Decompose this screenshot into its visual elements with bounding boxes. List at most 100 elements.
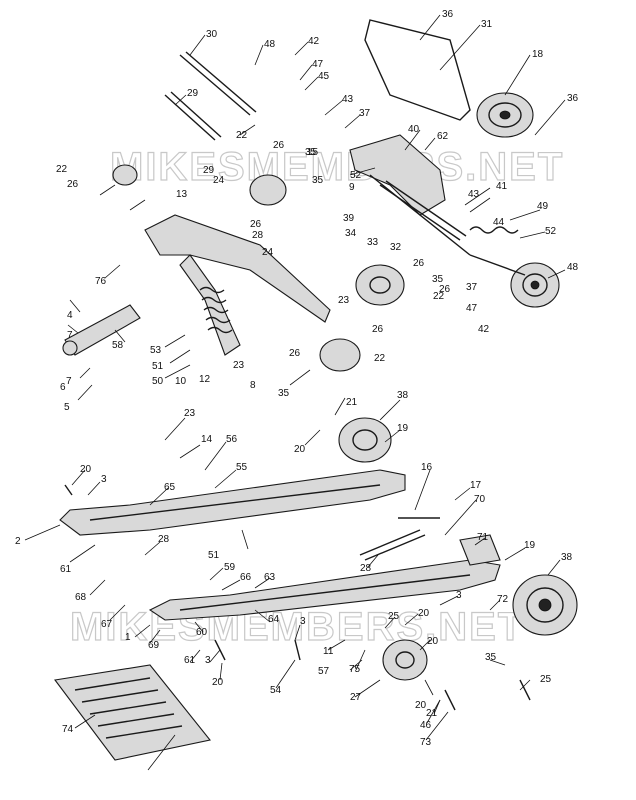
- bolt-46: [444, 689, 456, 711]
- watermark-top: MIKESMEMBERS.NET: [110, 145, 564, 189]
- callout: 10: [175, 376, 187, 387]
- callout: 8: [250, 380, 256, 391]
- callout: 26: [372, 324, 384, 335]
- callout: 38: [397, 390, 409, 401]
- cross-shaft-28: [359, 529, 421, 556]
- wheel-35-a-hub: [369, 276, 391, 294]
- callout: 27: [350, 692, 362, 703]
- callout: 24: [262, 247, 274, 258]
- slide-pad-grid: [74, 677, 183, 739]
- callout: 21: [346, 397, 358, 408]
- callout: 42: [308, 36, 320, 47]
- idler-wheel-48-hub: [522, 273, 548, 297]
- rail-bracket-71: [459, 534, 501, 566]
- shaft-30: [179, 54, 251, 116]
- callout: 67: [101, 619, 113, 630]
- callout: 5: [64, 402, 70, 413]
- wheel-35-b: [249, 174, 287, 206]
- callout: 26: [273, 140, 285, 151]
- callout: 55: [236, 462, 248, 473]
- callout-labels: 36 31 30 48 42 47 45 43 37 18 36 29 22 2…: [15, 9, 579, 748]
- wheel-38-right-hub: [526, 587, 564, 623]
- callout: 20: [415, 700, 427, 711]
- callout: 49: [537, 201, 549, 212]
- callout: 50: [152, 376, 164, 387]
- idler-wheel-18-hub: [488, 102, 522, 128]
- wheel-35-a: [355, 264, 405, 306]
- callout: 48: [264, 39, 276, 50]
- callout: 26: [439, 284, 451, 295]
- link-58-end: [62, 340, 78, 356]
- callout: 39: [343, 213, 355, 224]
- callout: 61: [60, 564, 72, 575]
- callout: 72: [497, 594, 509, 605]
- callout: 66: [240, 572, 252, 583]
- callout: 54: [270, 685, 282, 696]
- callout: 51: [152, 361, 164, 372]
- callout: 75: [349, 664, 361, 675]
- torsion-spring: [469, 226, 519, 234]
- callout: 74: [62, 724, 74, 735]
- callout: 7: [66, 376, 72, 387]
- callout: 37: [359, 108, 371, 119]
- callout: 7: [67, 330, 73, 341]
- callout: 34: [345, 228, 357, 239]
- callout: 45: [318, 71, 330, 82]
- callout: 3: [300, 616, 306, 627]
- callout: 14: [201, 434, 213, 445]
- bolt-20-c: [519, 679, 531, 701]
- callout: 35: [278, 388, 290, 399]
- callout: 69: [148, 640, 160, 651]
- callout: 28: [158, 534, 170, 545]
- wheel-35-bottom: [382, 639, 428, 681]
- wheel-38-mid: [338, 417, 392, 463]
- bolt-20-b: [294, 639, 301, 661]
- callout: 4: [67, 310, 73, 321]
- callout: 76: [95, 276, 107, 287]
- callout: 35: [432, 274, 444, 285]
- callout: 19: [397, 423, 409, 434]
- callout: 73: [420, 737, 432, 748]
- callout: 26: [67, 179, 79, 190]
- watermark-bottom: MIKESMEMBERS.NET: [70, 605, 524, 649]
- callout: 28: [360, 563, 372, 574]
- callout: 70: [474, 494, 486, 505]
- shaft-30b: [185, 51, 257, 113]
- callout: 6: [60, 382, 66, 393]
- slide-pad-set-73: [54, 664, 211, 761]
- callout: 35: [305, 147, 317, 158]
- callout: 26: [250, 219, 262, 230]
- callout: 44: [493, 217, 505, 228]
- callout: 20: [418, 608, 430, 619]
- callout: 20: [294, 444, 306, 455]
- callout: 31: [481, 19, 493, 30]
- callout: 3: [101, 474, 107, 485]
- callout: 47: [312, 59, 324, 70]
- axle-41: [369, 174, 471, 256]
- callout: 42: [478, 324, 490, 335]
- shaft-29: [164, 94, 216, 141]
- cross-shaft-28b: [364, 534, 426, 561]
- callout: 61: [184, 655, 196, 666]
- idler-wheel-18-bearing: [499, 110, 511, 120]
- callout: 9: [349, 182, 355, 193]
- callout: 24: [213, 175, 225, 186]
- wheel-38-mid-hub: [352, 429, 378, 451]
- callout: 58: [112, 340, 124, 351]
- callout: 11: [323, 646, 334, 657]
- wheel-35-d: [112, 164, 138, 186]
- callout: 25: [540, 674, 552, 685]
- idler-wheel-48-bearing: [530, 280, 540, 290]
- rear-arm-40: [349, 134, 446, 216]
- callout: 22: [374, 353, 386, 364]
- front-arm-13: [144, 214, 331, 323]
- shaft-29b: [170, 91, 222, 138]
- callout: 26: [413, 258, 425, 269]
- callout: 15: [307, 147, 319, 158]
- callout: 30: [206, 29, 218, 40]
- callout: 36: [567, 93, 579, 104]
- callout: 51: [208, 550, 220, 561]
- callout: 33: [367, 237, 379, 248]
- callout: 41: [496, 181, 508, 192]
- callout: 47: [466, 303, 478, 314]
